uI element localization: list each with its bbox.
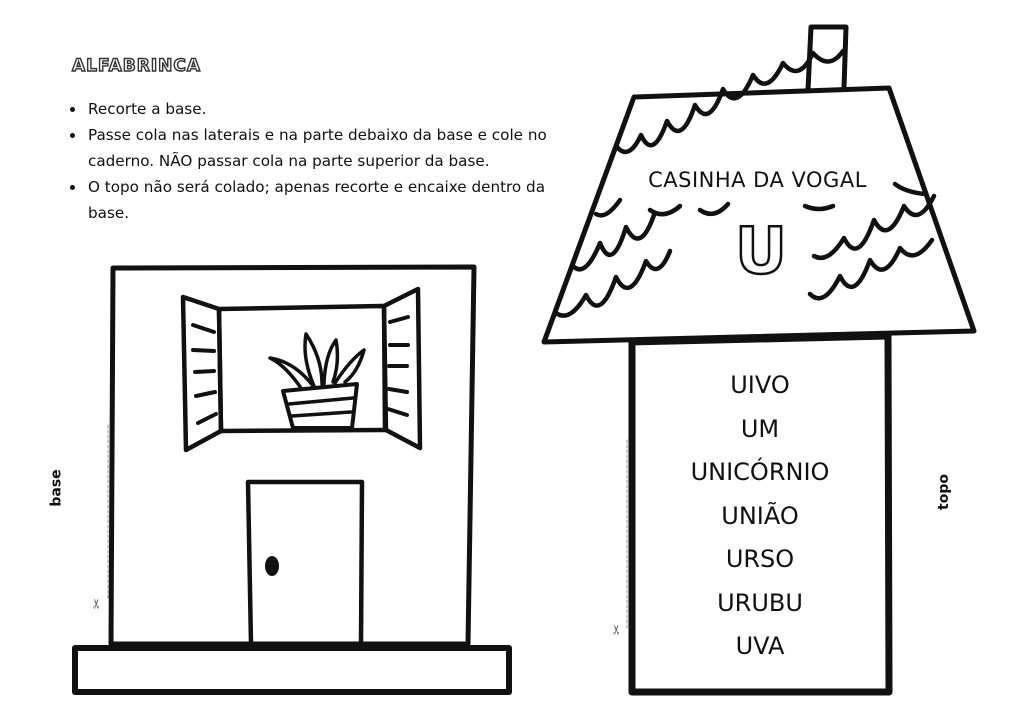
word-list: UIVO UM UNICÓRNIO UNIÃO URSO URUBU UVA xyxy=(640,364,880,669)
instructions-list: Recorte a base. Passe cola nas laterais … xyxy=(66,96,586,226)
base-house xyxy=(72,264,512,695)
scissors-icon: ✂ xyxy=(609,624,625,635)
word-item: URUBU xyxy=(717,588,803,617)
word-item: URSO xyxy=(725,545,795,573)
instruction-item: O topo não será colado; apenas recorte e… xyxy=(86,174,586,226)
word-item: UM xyxy=(740,414,780,443)
top-house xyxy=(541,24,977,696)
topo-label: topo xyxy=(935,474,952,510)
vowel-letter: U xyxy=(734,214,788,291)
instruction-item: Recorte a base. xyxy=(86,96,586,122)
instruction-item: Passe cola nas laterais e na parte debai… xyxy=(86,122,586,174)
word-item: UNIÃO xyxy=(721,501,799,530)
brand-logo: ALFABRINCA xyxy=(71,55,202,76)
word-item: UVA xyxy=(735,632,785,660)
roof-title: CASINHA DA VOGAL xyxy=(630,168,885,192)
word-item: UIVO xyxy=(730,371,790,399)
word-item: UNICÓRNIO xyxy=(690,458,830,486)
scissors-icon: ✂ xyxy=(89,598,105,609)
base-label: base xyxy=(48,469,65,507)
